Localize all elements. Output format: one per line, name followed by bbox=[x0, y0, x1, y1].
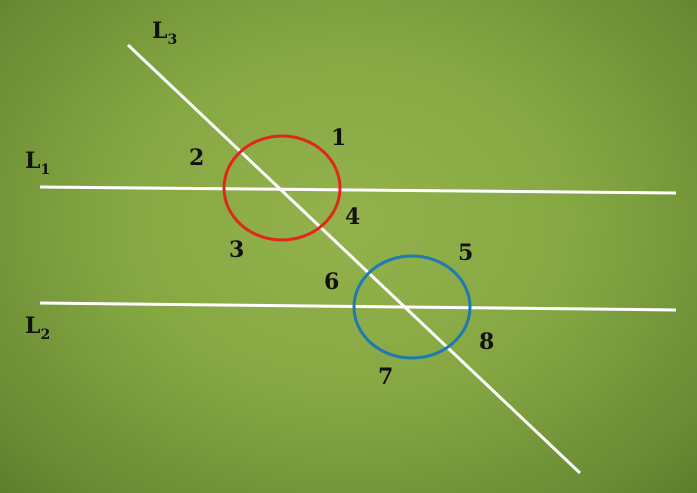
angle-label-2: 2 bbox=[189, 145, 204, 171]
angle-label-3: 3 bbox=[229, 237, 244, 263]
angle-label-4: 4 bbox=[345, 204, 360, 230]
line-l1 bbox=[39, 185, 677, 195]
angle-label-6: 6 bbox=[324, 269, 339, 295]
angle-label-8: 8 bbox=[479, 329, 494, 355]
label-l1: L1 bbox=[25, 148, 50, 178]
line-l2 bbox=[39, 301, 677, 312]
angle-label-1: 1 bbox=[331, 125, 346, 151]
angle-circle-bottom bbox=[352, 254, 472, 360]
angle-circle-top bbox=[222, 134, 342, 242]
angle-label-7: 7 bbox=[378, 364, 393, 390]
label-l2: L2 bbox=[25, 313, 50, 343]
label-l3: L3 bbox=[152, 18, 177, 48]
angle-label-5: 5 bbox=[458, 240, 473, 266]
transversal-l3 bbox=[126, 43, 582, 475]
